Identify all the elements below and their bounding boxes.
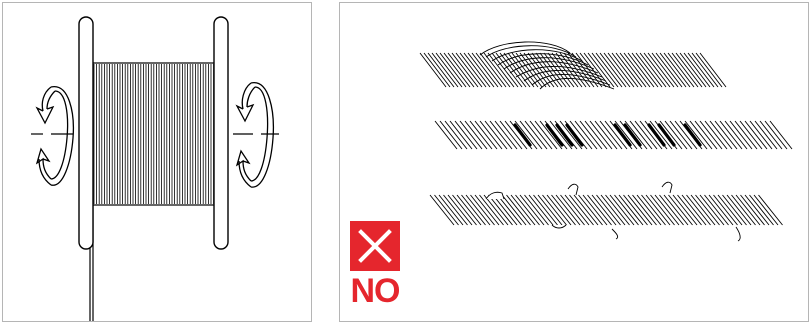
twisted-wire-icon: [419, 41, 793, 242]
wire-strand-damaged: [434, 120, 793, 150]
no-warning: NO: [350, 221, 401, 310]
wire-damage-marks: [513, 123, 702, 147]
rotation-arrow-right: [235, 82, 275, 188]
spool-rotation-icon: [31, 16, 279, 321]
wire-strand-loose: [429, 181, 783, 242]
wire-strand-crossed: [419, 41, 727, 90]
wire-coil: [90, 62, 218, 206]
rotation-arrow-left: [35, 86, 75, 186]
wire-defects-panel: NO: [339, 2, 809, 322]
cross-icon: [350, 221, 400, 271]
right-flange: [213, 16, 229, 250]
spool-panel: [2, 2, 312, 322]
wire-loose-ends: [485, 181, 741, 242]
left-flange: [78, 16, 94, 250]
no-label: NO: [350, 272, 401, 310]
wire-crossover: [479, 41, 615, 90]
